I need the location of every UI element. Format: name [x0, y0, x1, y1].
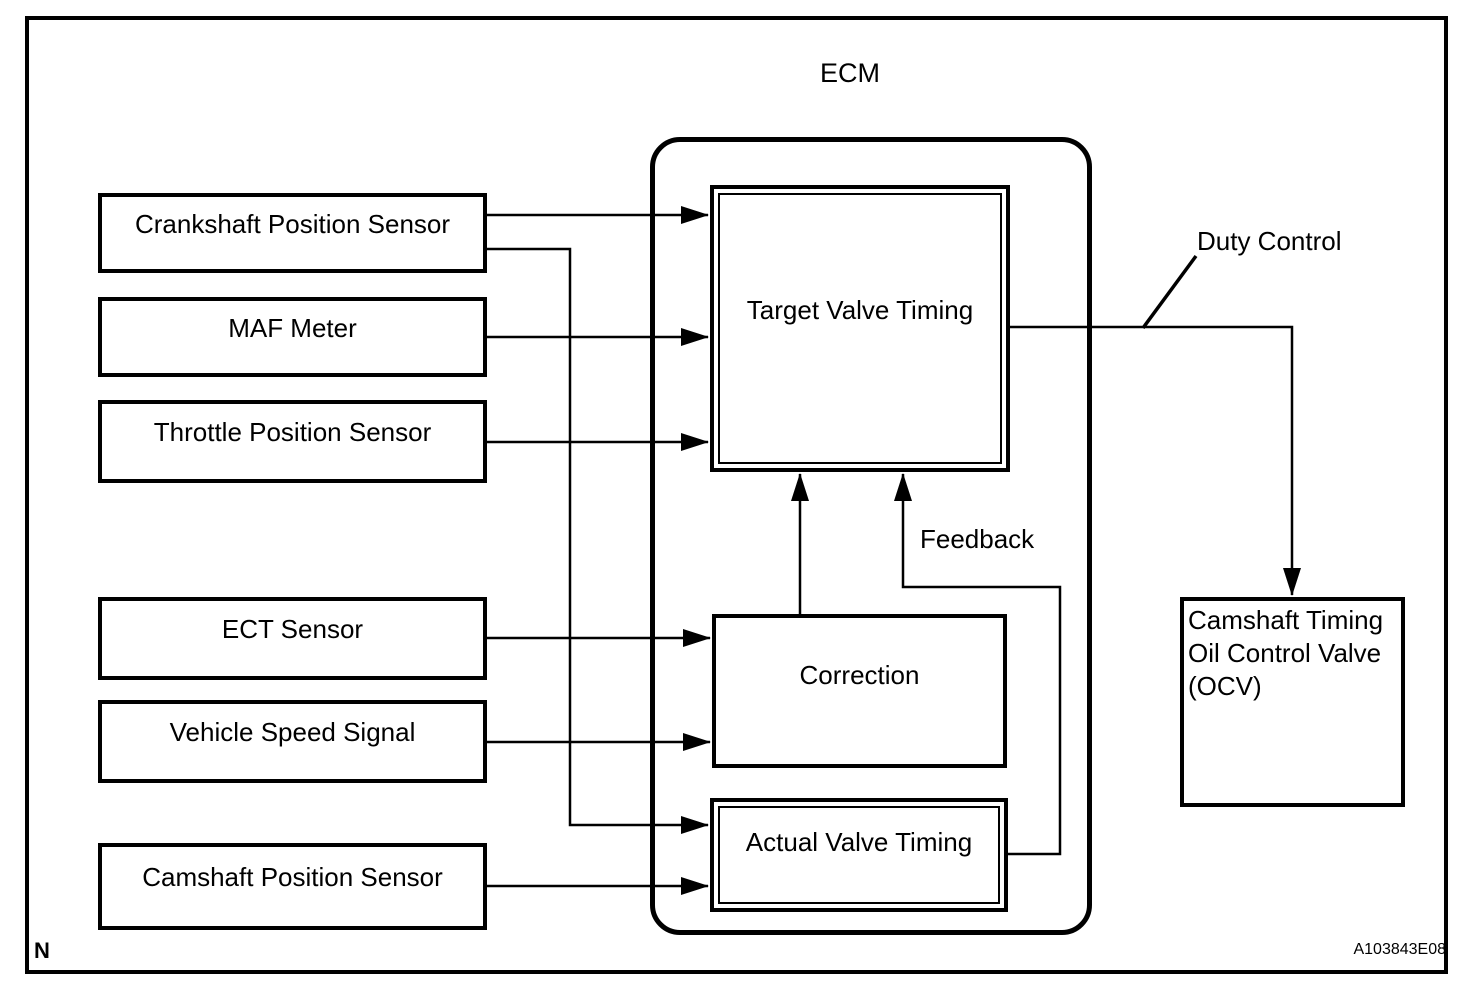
ocv-box: Camshaft Timing Oil Control Valve (OCV)	[1180, 597, 1405, 807]
input-box-maf-meter: MAF Meter	[98, 297, 487, 377]
block-label: Target Valve Timing	[746, 295, 974, 325]
actual-valve-timing-inner: Actual Valve Timing	[718, 806, 1000, 904]
ocv-label: Camshaft Timing Oil Control Valve (OCV)	[1188, 605, 1384, 701]
target-valve-timing-box: Target Valve Timing	[710, 185, 1010, 472]
input-label: MAF Meter	[228, 312, 357, 343]
input-box-ect-sensor: ECT Sensor	[98, 597, 487, 680]
block-label: Actual Valve Timing	[745, 826, 973, 857]
input-label: Crankshaft Position Sensor	[134, 208, 451, 239]
outer-frame	[25, 16, 1448, 974]
block-label: Correction	[799, 659, 920, 690]
input-label: Vehicle Speed Signal	[169, 717, 416, 747]
input-label: Camshaft Position Sensor	[142, 862, 443, 892]
input-label: ECT Sensor	[221, 614, 364, 644]
figure-id: A103843E08	[1353, 941, 1446, 958]
actual-valve-timing-box: Actual Valve Timing	[710, 798, 1008, 912]
ecm-title: ECM	[820, 58, 880, 88]
target-valve-timing-inner: Target Valve Timing	[718, 193, 1002, 464]
input-box-crankshaft-position-sensor: Crankshaft Position Sensor	[98, 193, 487, 273]
input-box-throttle-position-sensor: Throttle Position Sensor	[98, 400, 487, 483]
input-box-vehicle-speed-signal: Vehicle Speed Signal	[98, 700, 487, 783]
correction-box: Correction	[712, 614, 1007, 768]
feedback-label: Feedback	[920, 524, 1035, 554]
input-box-camshaft-position-sensor: Camshaft Position Sensor	[98, 843, 487, 930]
input-label: Throttle Position Sensor	[153, 417, 432, 447]
page-marker: N	[34, 938, 50, 963]
duty-control-label: Duty Control	[1197, 226, 1342, 256]
